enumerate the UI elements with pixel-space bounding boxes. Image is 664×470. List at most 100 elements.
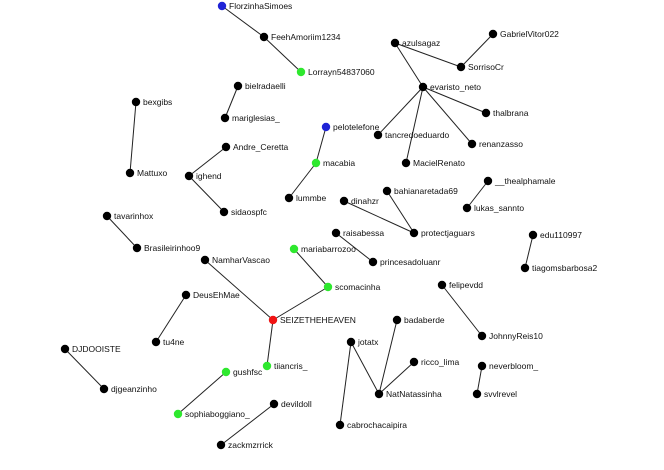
node-dot-tavarinhox[interactable] — [102, 211, 112, 221]
node-dot-NatNatassinha[interactable] — [374, 389, 384, 399]
node-dot-SEIZETHEHEAVEN[interactable] — [268, 315, 278, 325]
node-tiagomsbarbosa2[interactable]: tiagomsbarbosa2 — [520, 263, 598, 273]
node-gushfsc[interactable]: gushfsc — [221, 367, 263, 377]
node-GabrielVitor022[interactable]: GabrielVitor022 — [488, 29, 559, 39]
node-dot-ighend[interactable] — [184, 171, 194, 181]
node-zackmzrrick[interactable]: zackmzrrick — [216, 440, 274, 450]
node-dinahzr[interactable]: dinahzr — [339, 196, 379, 206]
node-dot-FeehAmoriim1234[interactable] — [259, 32, 269, 42]
node-dot-__thealphamale[interactable] — [483, 176, 493, 186]
node-azulsagaz[interactable]: azulsagaz — [390, 38, 440, 48]
node-DJDOOISTE[interactable]: DJDOOISTE — [60, 344, 121, 354]
node-dot-MacielRenato[interactable] — [401, 158, 411, 168]
node-bahianaretada69[interactable]: bahianaretada69 — [382, 186, 458, 196]
node-dot-tu4ne[interactable] — [151, 337, 161, 347]
node-dot-felipevdd[interactable] — [437, 280, 447, 290]
node-renanzasso[interactable]: renanzasso — [467, 139, 523, 149]
node-JohnnyReis10[interactable]: JohnnyReis10 — [477, 331, 543, 341]
node-dot-protectjaguars[interactable] — [409, 228, 419, 238]
node-dot-ricco_lima[interactable] — [409, 357, 419, 367]
node-SEIZETHEHEAVEN[interactable]: SEIZETHEHEAVEN — [268, 315, 356, 325]
node-sophiaboggiano_[interactable]: sophiaboggiano_ — [173, 409, 250, 419]
node-FeehAmoriim1234[interactable]: FeehAmoriim1234 — [259, 32, 341, 42]
node-NamharVascao[interactable]: NamharVascao — [200, 255, 270, 265]
node-dot-mariabarrozoo[interactable] — [289, 244, 299, 254]
node-dot-azulsagaz[interactable] — [390, 38, 400, 48]
node-macabia[interactable]: macabia — [311, 158, 356, 168]
node-DeusEhMae[interactable]: DeusEhMae — [181, 290, 240, 300]
node-raisabessa[interactable]: raisabessa — [331, 228, 385, 238]
node-ricco_lima[interactable]: ricco_lima — [409, 357, 460, 367]
node-dot-raisabessa[interactable] — [331, 228, 341, 238]
node-dot-neverbloom_[interactable] — [477, 361, 487, 371]
node-dot-NamharVascao[interactable] — [200, 255, 210, 265]
node-princesadoluanr[interactable]: princesadoluanr — [368, 257, 441, 267]
node-Andre_Ceretta[interactable]: Andre_Ceretta — [221, 142, 289, 152]
node-dot-scomacinha[interactable] — [323, 282, 333, 292]
node-dot-zackmzrrick[interactable] — [216, 440, 226, 450]
node-edu110997[interactable]: edu110997 — [528, 230, 582, 240]
node-dot-jotatx[interactable] — [346, 337, 356, 347]
node-dot-tancredoeduardo[interactable] — [373, 130, 383, 140]
node-dot-tiagomsbarbosa2[interactable] — [520, 263, 530, 273]
node-dot-devildoll[interactable] — [269, 399, 279, 409]
node-dot-GabrielVitor022[interactable] — [488, 29, 498, 39]
node-dot-evaristo_neto[interactable] — [418, 82, 428, 92]
node-dot-bahianaretada69[interactable] — [382, 186, 392, 196]
node-dot-tiiancris_[interactable] — [262, 361, 272, 371]
node-mariabarrozoo[interactable]: mariabarrozoo — [289, 244, 356, 254]
node-dot-sidaospfc[interactable] — [219, 207, 229, 217]
node-tancredoeduardo[interactable]: tancredoeduardo — [373, 130, 450, 140]
node-Brasileirinhoo9[interactable]: Brasileirinhoo9 — [132, 243, 201, 253]
node-dot-lummbe[interactable] — [284, 193, 294, 203]
node-dot-edu110997[interactable] — [528, 230, 538, 240]
node-lummbe[interactable]: lummbe — [284, 193, 327, 203]
node-dot-DJDOOISTE[interactable] — [60, 344, 70, 354]
node-dot-badaberde[interactable] — [392, 315, 402, 325]
node-felipevdd[interactable]: felipevdd — [437, 280, 483, 290]
node-dot-JohnnyReis10[interactable] — [477, 331, 487, 341]
node-sidaospfc[interactable]: sidaospfc — [219, 207, 268, 217]
node-badaberde[interactable]: badaberde — [392, 315, 445, 325]
node-dot-renanzasso[interactable] — [467, 139, 477, 149]
node-dot-svvlrevel[interactable] — [472, 389, 482, 399]
node-dot-bielradaelli[interactable] — [233, 81, 243, 91]
node-dot-SorrisoCr[interactable] — [456, 62, 466, 72]
node-tavarinhox[interactable]: tavarinhox — [102, 211, 154, 221]
node-dot-macabia[interactable] — [311, 158, 321, 168]
node-dot-gushfsc[interactable] — [221, 367, 231, 377]
node-protectjaguars[interactable]: protectjaguars — [409, 228, 475, 238]
node-__thealphamale[interactable]: __thealphamale — [483, 176, 556, 186]
node-NatNatassinha[interactable]: NatNatassinha — [374, 389, 442, 399]
node-svvlrevel[interactable]: svvlrevel — [472, 389, 517, 399]
node-dot-Mattuxo[interactable] — [125, 168, 135, 178]
node-dot-FlorzinhaSimoes[interactable] — [217, 1, 227, 11]
node-Mattuxo[interactable]: Mattuxo — [125, 168, 168, 178]
node-dot-cabrochacaipira[interactable] — [335, 420, 345, 430]
node-bexgibs[interactable]: bexgibs — [131, 97, 173, 107]
node-dot-dinahzr[interactable] — [339, 196, 349, 206]
node-dot-thalbrana[interactable] — [481, 108, 491, 118]
node-MacielRenato[interactable]: MacielRenato — [401, 158, 465, 168]
node-mariglesias_[interactable]: mariglesias_ — [220, 113, 280, 123]
node-lukas_sannto[interactable]: lukas_sannto — [462, 203, 525, 213]
node-scomacinha[interactable]: scomacinha — [323, 282, 381, 292]
node-dot-djgeanzinho[interactable] — [99, 384, 109, 394]
node-dot-bexgibs[interactable] — [131, 97, 141, 107]
node-neverbloom_[interactable]: neverbloom_ — [477, 361, 539, 371]
node-dot-Lorrayn54837060[interactable] — [296, 67, 306, 77]
node-dot-DeusEhMae[interactable] — [181, 290, 191, 300]
node-dot-princesadoluanr[interactable] — [368, 257, 378, 267]
node-ighend[interactable]: ighend — [184, 171, 222, 181]
node-dot-pelotelefone[interactable] — [321, 122, 331, 132]
node-jotatx[interactable]: jotatx — [346, 337, 379, 347]
node-devildoll[interactable]: devildoll — [269, 399, 312, 409]
node-bielradaelli[interactable]: bielradaelli — [233, 81, 286, 91]
node-dot-sophiaboggiano_[interactable] — [173, 409, 183, 419]
node-dot-mariglesias_[interactable] — [220, 113, 230, 123]
node-FlorzinhaSimoes[interactable]: FlorzinhaSimoes — [217, 1, 293, 11]
node-tiiancris_[interactable]: tiiancris_ — [262, 361, 308, 371]
node-SorrisoCr[interactable]: SorrisoCr — [456, 62, 504, 72]
node-Lorrayn54837060[interactable]: Lorrayn54837060 — [296, 67, 375, 77]
node-dot-Andre_Ceretta[interactable] — [221, 142, 231, 152]
